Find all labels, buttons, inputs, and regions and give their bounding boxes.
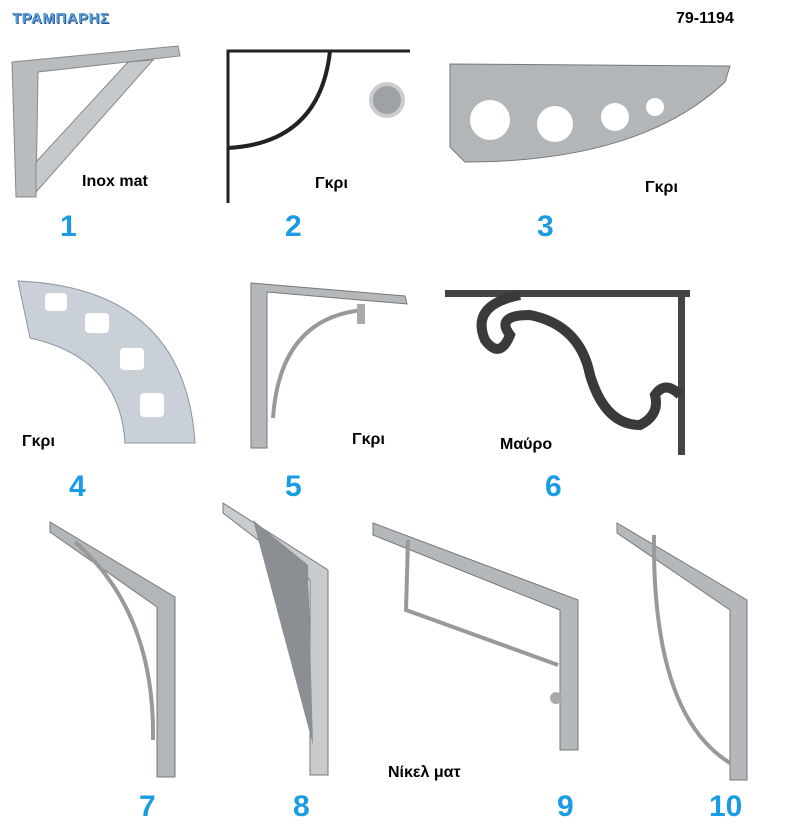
- bracket-image-8: [222, 502, 329, 776]
- bracket-image-10: [616, 522, 748, 781]
- item-number-3: 3: [537, 210, 554, 243]
- finish-label-5: Γκρι: [352, 431, 385, 448]
- item-number-10: 10: [709, 790, 743, 823]
- bracket-image-3: [449, 63, 731, 163]
- item-number-7: 7: [139, 790, 156, 823]
- finish-label-6: Μαύρο: [500, 436, 553, 453]
- finish-label-7-10: Νίκελ ματ: [388, 764, 461, 781]
- item-number-5: 5: [285, 470, 302, 503]
- finish-label-3: Γκρι: [645, 179, 678, 196]
- item-number-2: 2: [285, 210, 302, 243]
- finish-label-1: Inox mat: [82, 173, 148, 190]
- bracket-image-5: [250, 282, 408, 449]
- bracket-image-9: [372, 522, 579, 751]
- bracket-image-4: [17, 280, 196, 444]
- item-number-6: 6: [545, 470, 562, 503]
- product-code: 79-1194: [676, 10, 734, 27]
- bracket-image-1: [11, 45, 181, 198]
- item-number-8: 8: [293, 790, 310, 823]
- bracket-image-7: [49, 521, 176, 778]
- bracket-image-2: [226, 49, 410, 203]
- item-number-4: 4: [69, 470, 86, 503]
- brand-logo: ΤΡΑΜΠΑΡΗΣ: [12, 10, 110, 27]
- finish-label-4: Γκρι: [22, 433, 55, 450]
- finish-label-2: Γκρι: [315, 175, 348, 192]
- bracket-image-6: [445, 290, 690, 455]
- item-number-9: 9: [557, 790, 574, 823]
- item-number-1: 1: [60, 210, 77, 243]
